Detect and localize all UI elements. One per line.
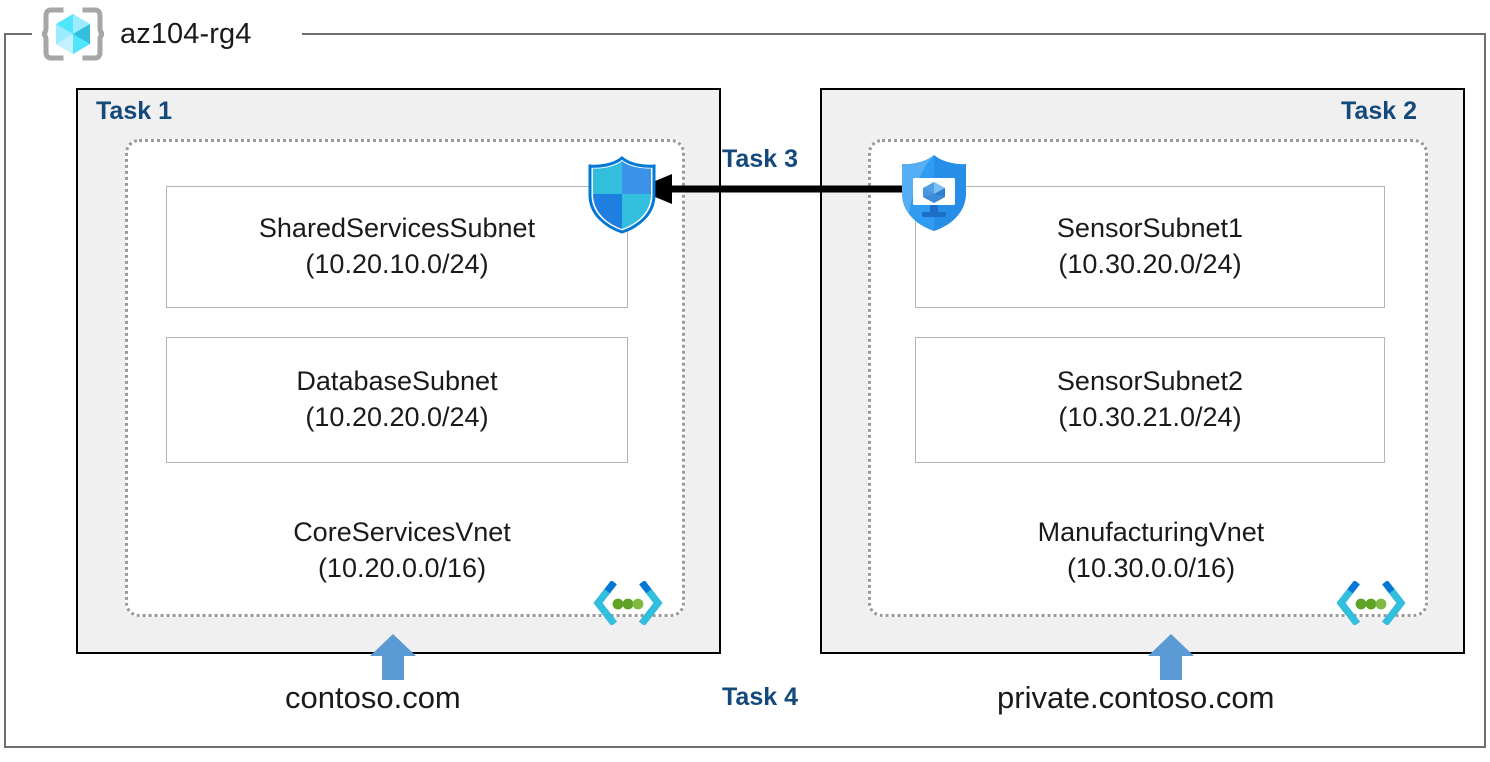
subnet-cidr: (10.20.10.0/24) — [305, 249, 489, 279]
task-3-label: Task 3 — [722, 145, 798, 173]
task-4-label: Task 4 — [722, 683, 798, 711]
subnet-shared-services: SharedServicesSubnet (10.20.10.0/24) — [166, 186, 628, 308]
subnet-cidr: (10.30.21.0/24) — [1058, 402, 1242, 432]
resource-group-cube-icon — [42, 7, 104, 61]
subnet-name: DatabaseSubnet — [296, 366, 498, 397]
core-services-vnet-caption: CoreServicesVnet (10.20.0.0/16) — [172, 515, 632, 586]
resource-group-frame — [4, 33, 1486, 748]
dns-up-arrow-icon — [1148, 634, 1194, 680]
subnet-database: DatabaseSubnet (10.20.20.0/24) — [166, 337, 628, 463]
vnet-name: CoreServicesVnet — [293, 517, 511, 547]
subnet-name: SharedServicesSubnet — [258, 213, 536, 244]
network-security-group-shield-icon — [588, 156, 656, 234]
dns-up-arrow-icon — [370, 634, 416, 680]
task-1-label: Task 1 — [96, 97, 172, 125]
subnet-cidr: (10.30.20.0/24) — [1058, 249, 1242, 279]
vnet-cidr: (10.20.0.0/16) — [317, 552, 487, 583]
vnet-cidr: (10.30.0.0/16) — [1066, 552, 1236, 583]
virtual-network-icon — [1336, 581, 1406, 625]
subnet-sensor-1: SensorSubnet1 (10.30.20.0/24) — [915, 186, 1385, 308]
resource-group-header: az104-rg4 — [42, 6, 252, 62]
dns-zone-contoso: contoso.com — [285, 680, 461, 715]
subnet-name: SensorSubnet2 — [1056, 366, 1244, 397]
azure-firewall-shield-monitor-icon — [902, 155, 966, 231]
resource-group-name: az104-rg4 — [120, 17, 252, 50]
manufacturing-vnet-caption: ManufacturingVnet (10.30.0.0/16) — [921, 515, 1381, 586]
subnet-name: SensorSubnet1 — [1056, 213, 1244, 244]
dns-zone-private-contoso: private.contoso.com — [997, 680, 1275, 715]
resource-group-frame-top-left — [4, 33, 32, 35]
virtual-network-icon — [593, 581, 663, 625]
subnet-cidr: (10.20.20.0/24) — [305, 402, 489, 432]
resource-group-frame-top-right — [302, 33, 1486, 35]
vnet-name: ManufacturingVnet — [1037, 517, 1265, 547]
task-2-label: Task 2 — [1341, 97, 1417, 125]
subnet-sensor-2: SensorSubnet2 (10.30.21.0/24) — [915, 337, 1385, 463]
peering-arrow-left-icon — [636, 174, 916, 204]
